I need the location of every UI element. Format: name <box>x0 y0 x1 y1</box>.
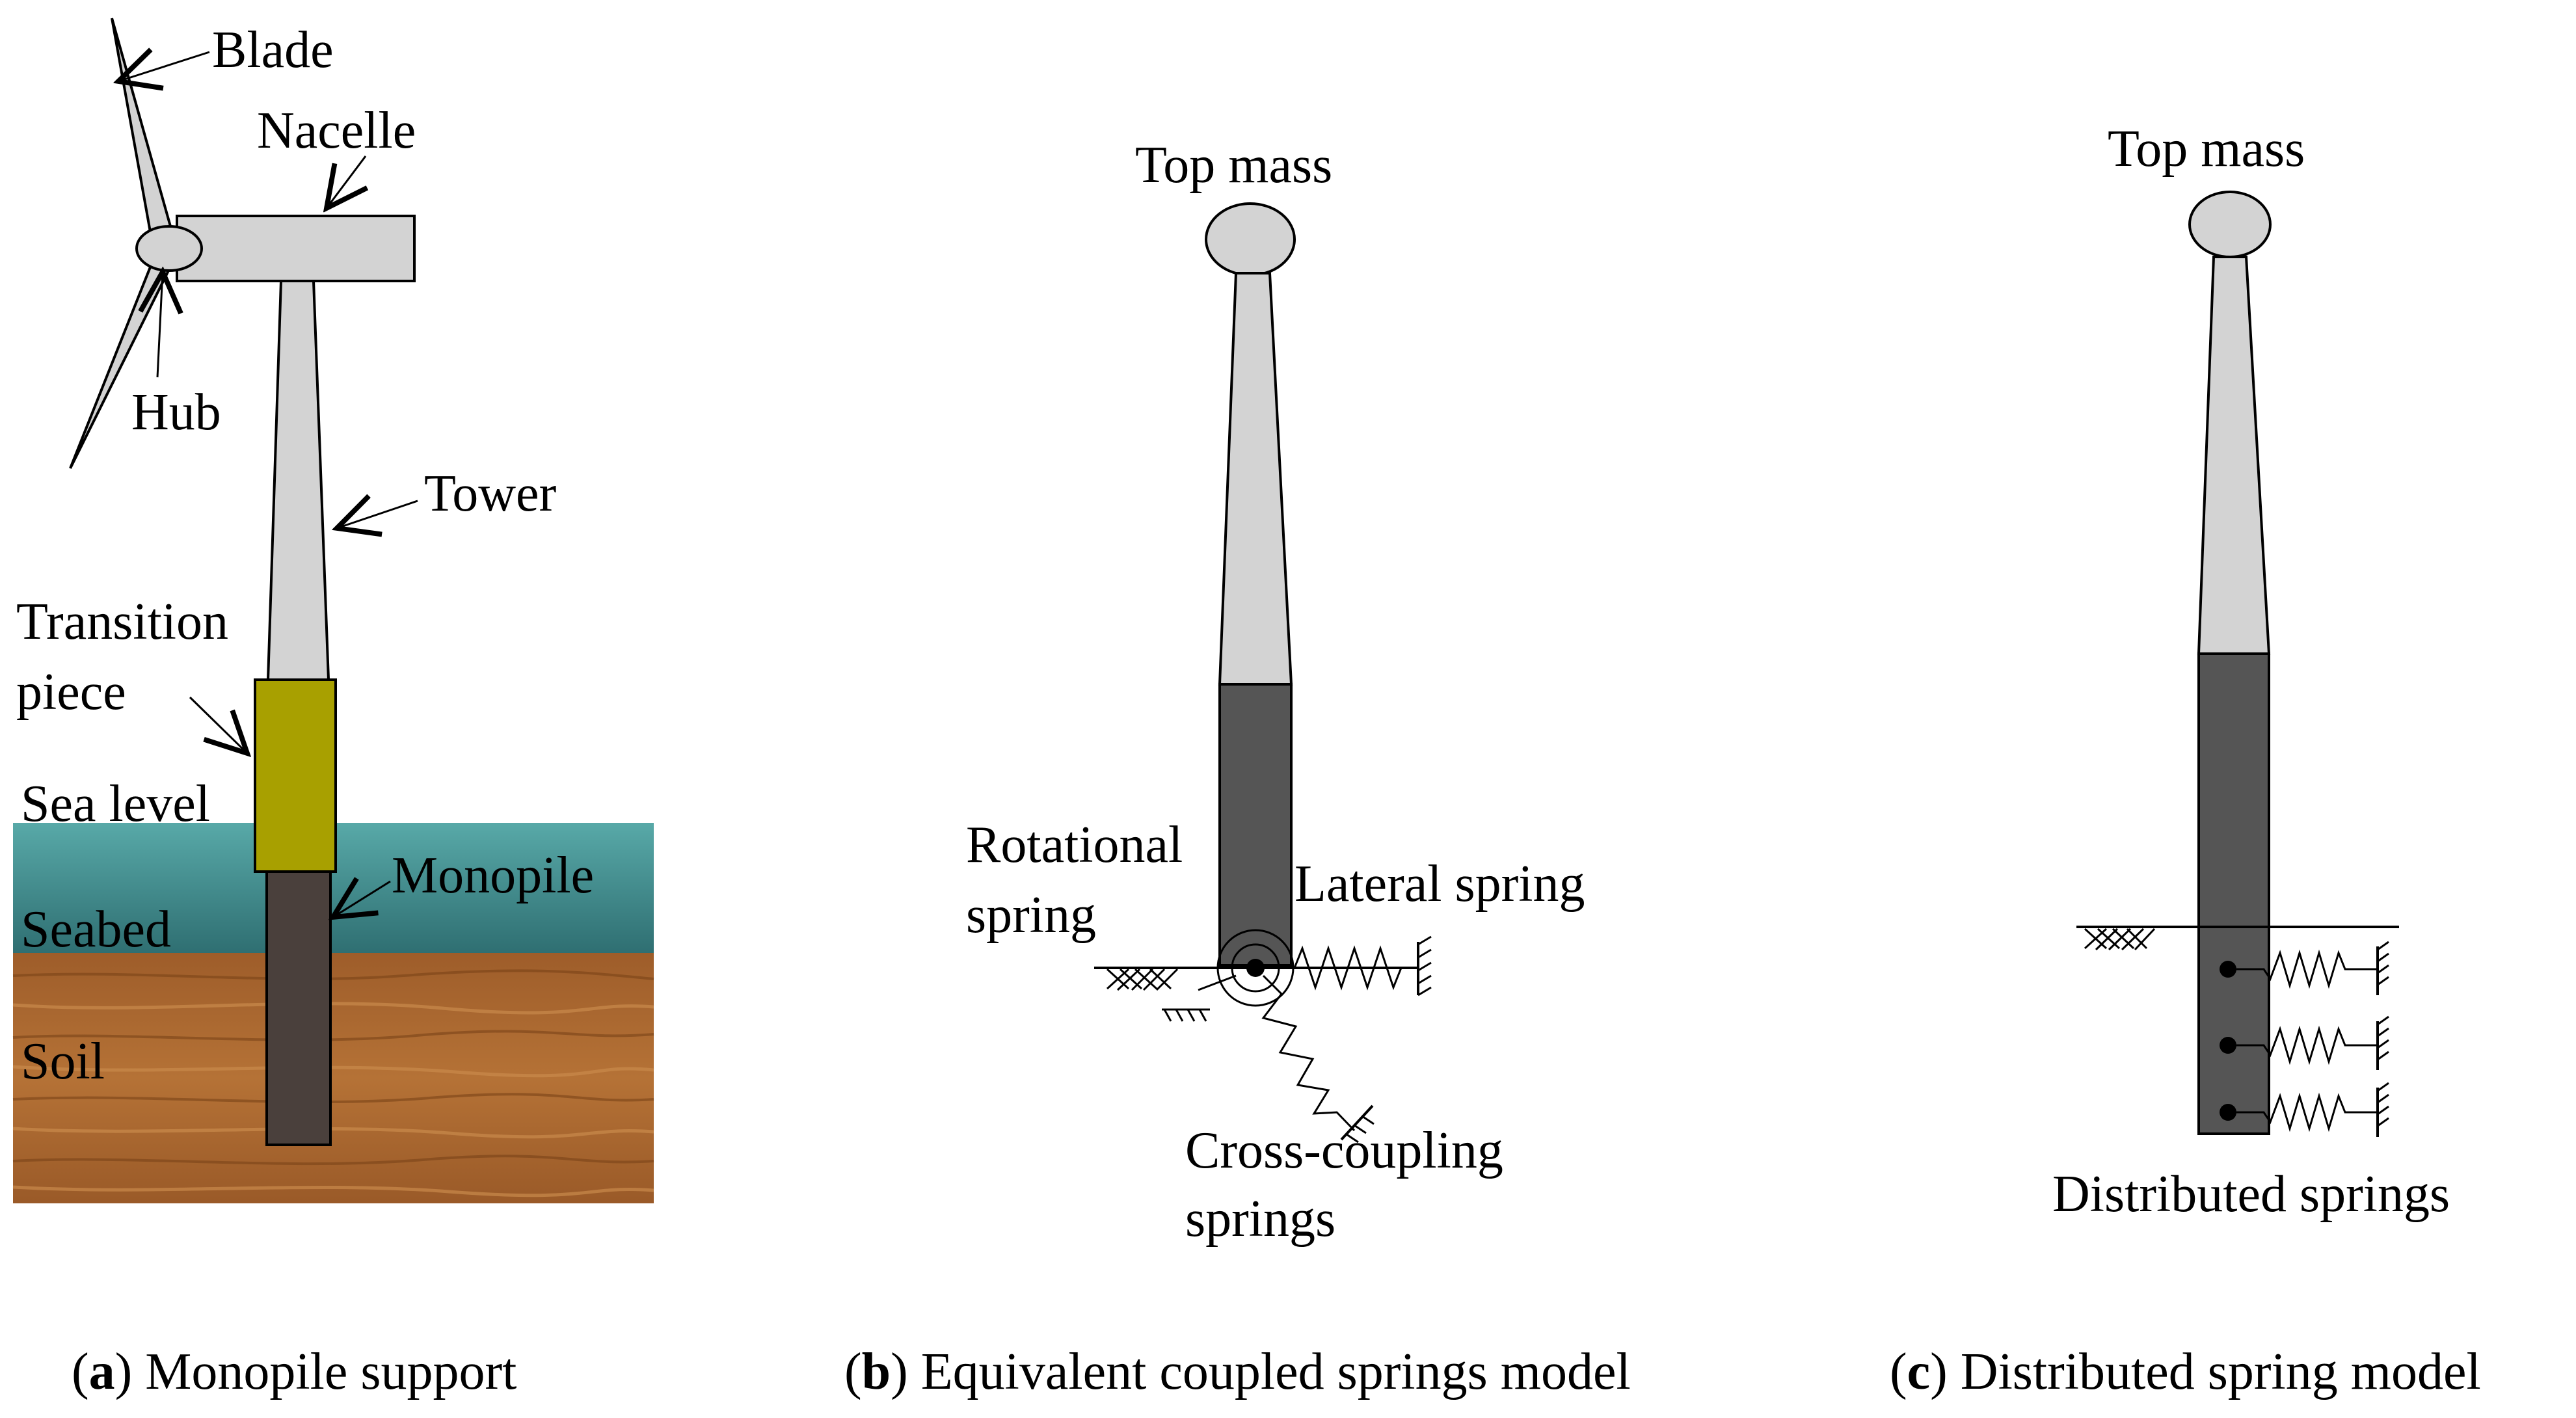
cross-coupling-spring <box>1261 974 1375 1144</box>
monopile-leader-arrow <box>333 881 391 917</box>
ground-hatch-c <box>2084 928 2156 951</box>
caption-b-text: Equivalent coupled springs model <box>921 1343 1631 1400</box>
distributed-spring-3 <box>2220 1082 2389 1137</box>
soil-label: Soil <box>21 1033 105 1090</box>
tower-c <box>2197 256 2271 655</box>
cross-coupling-label-line1: Cross-coupling <box>1185 1122 1503 1179</box>
tower-b <box>1218 272 1293 686</box>
lateral-spring-label: Lateral spring <box>1295 855 1585 913</box>
blade-label: Blade <box>212 21 334 79</box>
tower <box>266 280 330 681</box>
distributed-spring-2 <box>2220 1015 2389 1070</box>
transition-label-line1: Transition <box>16 593 228 650</box>
monopile-label: Monopile <box>392 847 594 904</box>
caption-a-text: Monopile support <box>145 1343 517 1400</box>
caption-a: (a) Monopile support <box>72 1343 517 1400</box>
rotational-label-line1: Rotational <box>966 816 1183 874</box>
top-mass-label-c: Top mass <box>2108 120 2305 178</box>
caption-b-letter: b <box>862 1343 891 1400</box>
lateral-spring <box>1265 935 1432 997</box>
hub-leader-arrow <box>157 272 163 378</box>
nacelle-leader-arrow <box>327 155 366 208</box>
pile-b <box>1218 683 1293 967</box>
caption-c-text: Distributed spring model <box>1961 1343 2481 1400</box>
cross-coupling-label-line2: springs <box>1185 1190 1335 1248</box>
panel-b-coupled-springs-model: Top mass Rotational spring <box>966 137 1585 1248</box>
top-mass-label-b: Top mass <box>1135 137 1332 194</box>
seabed-label: Seabed <box>21 901 171 958</box>
pile-c <box>2197 652 2270 1135</box>
tower-label: Tower <box>424 465 556 522</box>
hub <box>135 225 203 272</box>
top-mass-c <box>2188 191 2272 258</box>
blade-leader-arrow <box>118 52 210 81</box>
transition-label-line2: piece <box>16 663 126 721</box>
soil-region <box>12 953 654 1203</box>
transition-piece <box>254 678 337 873</box>
nacelle-label: Nacelle <box>257 102 416 159</box>
ground-hatch-b <box>1106 968 1179 991</box>
monopile <box>265 870 332 1146</box>
transition-leader-arrow <box>189 696 247 753</box>
top-mass-b <box>1205 202 1296 276</box>
rotational-label-line2: spring <box>966 887 1096 944</box>
hub-label: Hub <box>131 384 221 441</box>
caption-c: (c) Distributed spring model <box>1890 1343 2481 1400</box>
sea-level-label: Sea level <box>21 775 210 833</box>
tower-leader-arrow <box>337 501 418 528</box>
nacelle <box>176 215 416 282</box>
distributed-spring-1 <box>2220 941 2389 995</box>
caption-c-letter: c <box>1907 1343 1931 1400</box>
caption-a-letter: a <box>89 1343 115 1400</box>
caption-b: (b) Equivalent coupled springs model <box>844 1343 1631 1400</box>
panel-a-monopile-support: Blade Nacelle Hub Tower Transition piece… <box>12 18 654 1203</box>
distributed-springs-label: Distributed springs <box>2052 1166 2450 1223</box>
blade-upper <box>111 18 174 237</box>
panel-c-distributed-spring-model: Top mass Distributed springs <box>2052 120 2450 1223</box>
